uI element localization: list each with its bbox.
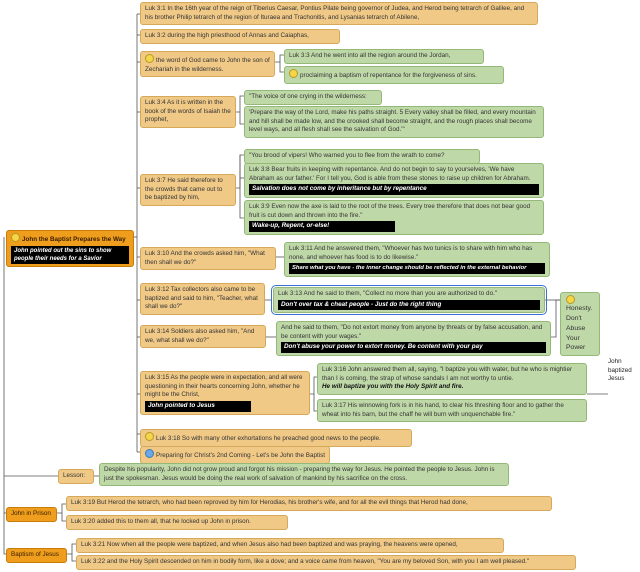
node-text: John in Prison xyxy=(11,510,51,517)
node-luk-3-22[interactable]: Luk 3:22 and the Holy Spirit descended o… xyxy=(76,555,576,570)
node-text: Luk 3:11 And he answered them, "Whoever … xyxy=(289,245,533,261)
node-luk-3-19[interactable]: Luk 3:19 But Herod the tetrarch, who had… xyxy=(66,496,552,511)
node-text: Luk 3:16 John answered them all, saying,… xyxy=(322,366,573,382)
node-luk-3-1[interactable]: Luk 3:1 In the 16th year of the reign of… xyxy=(140,2,538,26)
lightbulb-icon xyxy=(145,432,154,441)
node-text: Luk 3:3 And he went into all the region … xyxy=(289,52,451,59)
note-label: Wake-up, Repent, or-else! xyxy=(249,221,395,233)
node-luk-3-13[interactable]: Luk 3:13 And he said to them, "Collect n… xyxy=(271,284,547,316)
node-voice-crying[interactable]: "The voice of one crying in the wilderne… xyxy=(244,90,382,105)
node-luk-3-4[interactable]: Luk 3:4 As it is written in the book of … xyxy=(140,96,236,129)
node-text: Luk 3:20 added this to them all, that he… xyxy=(71,518,251,525)
node-luk-3-20[interactable]: Luk 3:20 added this to them all, that he… xyxy=(66,515,288,530)
node-text: Despite his popularity, John did not gro… xyxy=(104,466,495,482)
node-preparing[interactable]: Preparing for Christ's 2nd Coming - Let'… xyxy=(140,446,330,464)
node-baptism-of-jesus[interactable]: Baptism of Jesus xyxy=(6,548,67,563)
lightbulb-icon xyxy=(11,233,20,242)
node-luk-3-7[interactable]: Luk 3:7 He said therefore to the crowds … xyxy=(140,174,236,207)
node-brood-of-vipers[interactable]: "You brood of vipers! Who warned you to … xyxy=(244,149,480,164)
node-luk-3-17[interactable]: Luk 3:17 His winnowing fork is in his ha… xyxy=(317,399,587,423)
node-luk-3-3[interactable]: Luk 3:3 And he went into all the region … xyxy=(284,49,484,64)
node-text: Luk 3:10 And the crowds asked him, "What… xyxy=(145,250,265,266)
node-text: Lesson: xyxy=(63,472,86,479)
node-honesty[interactable]: Honesty. Don't Abuse Your Power xyxy=(560,292,600,357)
node-luk-3-15[interactable]: Luk 3:15 As the people were in expectati… xyxy=(140,371,310,415)
note-label: He will baptize you with the Holy Spirit… xyxy=(322,383,464,391)
node-text: Luk 3:19 But Herod the tetrarch, who had… xyxy=(71,499,468,506)
node-luk-3-18[interactable]: Luk 3:18 So with many other exhortations… xyxy=(140,429,412,447)
lightbulb-icon xyxy=(145,54,154,63)
node-luk-3-9[interactable]: Luk 3:9 Even now the axe is laid to the … xyxy=(244,200,544,236)
node-proclaiming[interactable]: proclaiming a baptism of repentance for … xyxy=(284,66,504,84)
node-luk-3-16[interactable]: Luk 3:16 John answered them all, saying,… xyxy=(317,363,587,396)
node-luk-3-21[interactable]: Luk 3:21 Now when all the people were ba… xyxy=(76,538,504,553)
node-text: Baptism of Jesus xyxy=(11,551,59,558)
node-text: Preparing for Christ's 2nd Coming - Let'… xyxy=(156,452,326,459)
node-text: Luk 3:8 Bear fruits in keeping with repe… xyxy=(249,166,531,182)
node-text: Luk 3:18 So with many other exhortations… xyxy=(156,435,381,442)
node-prepare-the-way[interactable]: 'Prepare the way of the Lord, make his p… xyxy=(244,106,544,139)
node-word-of-god[interactable]: the word of God came to John the son of … xyxy=(140,51,275,78)
node-text: "The voice of one crying in the wilderne… xyxy=(249,93,367,100)
node-text: Luk 3:13 And he said to them, "Collect n… xyxy=(278,290,498,297)
node-luk-3-14[interactable]: Luk 3:14 Soldiers also asked him, "And w… xyxy=(140,325,266,349)
node-text: Luk 3:15 As the people were in expectati… xyxy=(145,374,303,399)
node-text: Honesty. Don't Abuse Your Power xyxy=(566,305,593,352)
node-text: proclaiming a baptism of repentance for … xyxy=(300,72,477,79)
side-note-baptized: John baptized Jesus xyxy=(608,358,638,384)
node-text: And he said to them, "Do not extort mone… xyxy=(281,324,543,340)
node-luk-3-2[interactable]: Luk 3:2 during the high priesthood of An… xyxy=(140,29,340,44)
note-label: John pointed to Jesus xyxy=(145,401,251,412)
node-text: Luk 3:7 He said therefore to the crowds … xyxy=(145,177,223,202)
node-text: John baptized Jesus xyxy=(608,358,632,383)
node-luk-3-8[interactable]: Luk 3:8 Bear fruits in keeping with repe… xyxy=(244,163,544,199)
globe-icon xyxy=(145,449,154,458)
note-label: Share what you have - the inner change s… xyxy=(289,263,545,274)
note-label: Salvation does not come by inheritance b… xyxy=(249,184,539,196)
node-text: 'Prepare the way of the Lord, make his p… xyxy=(249,109,536,134)
lightbulb-icon xyxy=(289,69,298,78)
node-text: Luk 3:2 during the high priesthood of An… xyxy=(145,32,309,39)
node-text: Luk 3:14 Soldiers also asked him, "And w… xyxy=(145,328,255,344)
root-title: John the Baptist Prepares the Way xyxy=(22,236,126,243)
lesson-label[interactable]: Lesson: xyxy=(58,469,94,484)
note-label: Don't abuse your power to extort money. … xyxy=(281,342,546,354)
node-luk-3-10[interactable]: Luk 3:10 And the crowds asked him, "What… xyxy=(140,247,276,271)
lightbulb-icon xyxy=(566,295,575,304)
node-lesson[interactable]: Despite his popularity, John did not gro… xyxy=(99,463,509,487)
node-text: Luk 3:1 In the 16th year of the reign of… xyxy=(145,5,525,21)
node-extort[interactable]: And he said to them, "Do not extort mone… xyxy=(276,321,551,357)
note-label: Don't over tax & cheat people - Just do … xyxy=(278,299,540,311)
node-text: Luk 3:17 His winnowing fork is in his ha… xyxy=(322,402,564,418)
node-john-in-prison[interactable]: John in Prison xyxy=(6,507,57,522)
node-text: Luk 3:4 As it is written in the book of … xyxy=(145,99,231,124)
root-node[interactable]: John the Baptist Prepares the Way John p… xyxy=(6,230,134,268)
node-luk-3-11[interactable]: Luk 3:11 And he answered them, "Whoever … xyxy=(284,242,550,277)
node-text: Luk 3:21 Now when all the people were ba… xyxy=(81,541,458,548)
node-luk-3-12[interactable]: Luk 3:12 Tax collectors also came to be … xyxy=(140,283,265,316)
root-note: John pointed out the sins to show people… xyxy=(11,245,129,265)
node-text: Luk 3:9 Even now the axe is laid to the … xyxy=(249,203,531,219)
node-text: Luk 3:12 Tax collectors also came to be … xyxy=(145,286,258,311)
node-text: "You brood of vipers! Who warned you to … xyxy=(249,152,445,159)
node-text: the word of God came to John the son of … xyxy=(145,57,270,73)
node-text: Luk 3:22 and the Holy Spirit descended o… xyxy=(81,558,530,565)
